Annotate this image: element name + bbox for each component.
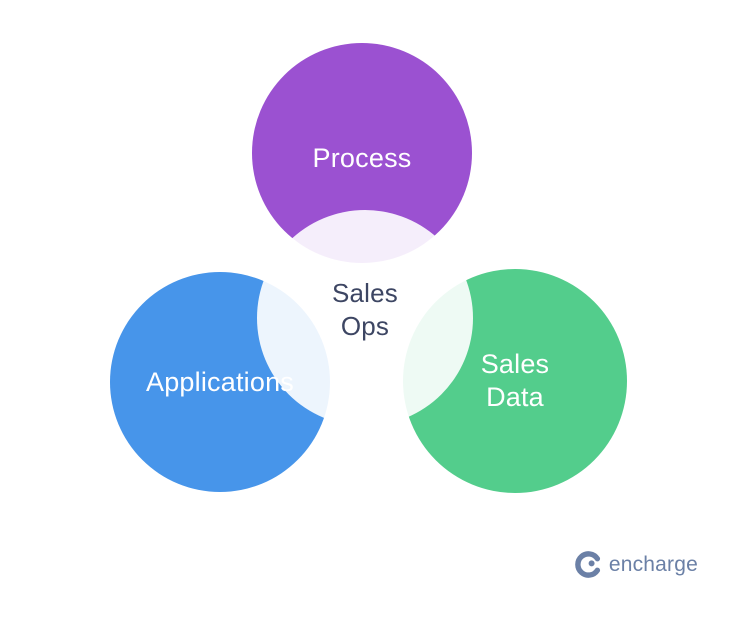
circle-applications-label: Applications xyxy=(146,366,294,397)
center-overlap-circle xyxy=(257,210,473,426)
center-label: Sales Ops xyxy=(331,278,399,341)
brand-name: encharge xyxy=(608,552,698,576)
circle-process-label: Process xyxy=(312,142,412,173)
brand-logo: encharge xyxy=(575,551,698,578)
encharge-e-icon xyxy=(575,551,600,578)
circle-sales-data-label: Sales Data xyxy=(480,349,550,412)
